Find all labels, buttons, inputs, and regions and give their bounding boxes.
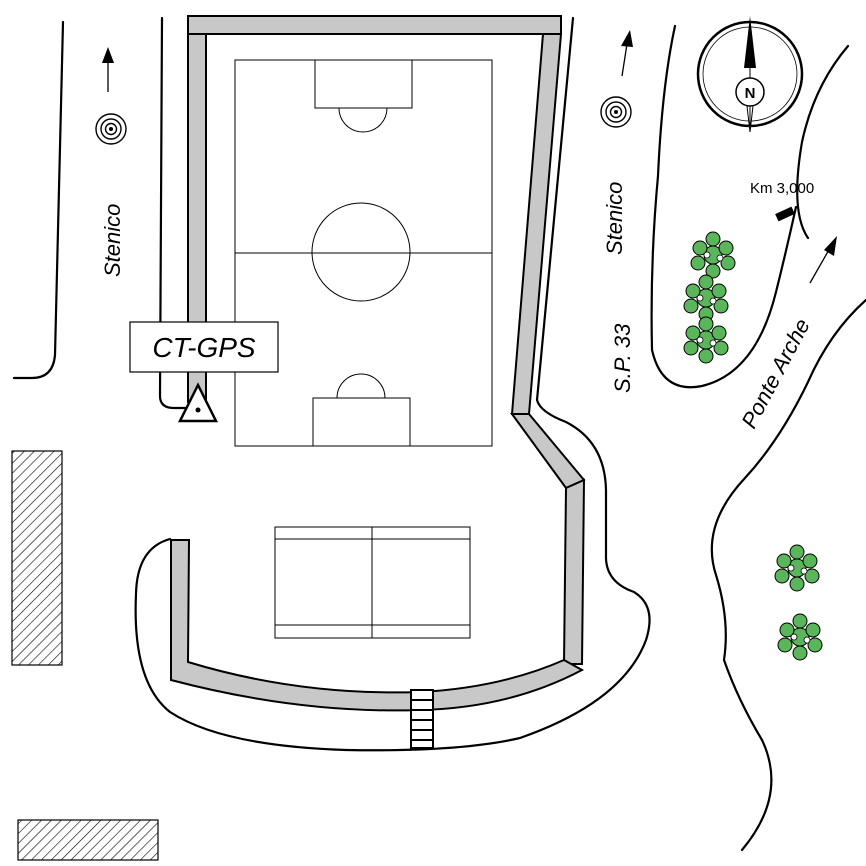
west-road-inner-edge — [158, 16, 190, 410]
wall-top — [187, 15, 562, 35]
north-label: N — [745, 85, 756, 102]
station-label: CT-GPS — [152, 332, 256, 363]
direction-arrow-icon — [102, 47, 114, 92]
direction-arrow-icon — [809, 236, 837, 284]
east-road-edge — [134, 16, 651, 752]
road-label-ponte-arche: Ponte Arche — [736, 314, 815, 432]
football-field — [234, 59, 493, 447]
station-label-box: CT-GPS — [129, 321, 279, 373]
building-west — [11, 450, 63, 666]
tree-icon — [690, 231, 736, 279]
ponte-arche-road-edge — [710, 298, 866, 852]
tree-icon — [774, 544, 820, 592]
km-marker-icon — [775, 206, 795, 222]
km-marker-label: Km 3,000 — [750, 180, 814, 197]
wall-south — [170, 539, 585, 712]
tennis-court — [274, 526, 471, 639]
north-arrow-compass-icon: N — [696, 16, 804, 133]
road-label-sp33: S.P. 33 — [610, 323, 635, 393]
west-road-edge — [12, 20, 65, 380]
gps-station-triangle-icon — [177, 382, 219, 423]
target-marker-icon — [600, 96, 632, 128]
building-south — [17, 819, 159, 861]
tree-icon — [777, 613, 823, 661]
curve-road-inner — [650, 24, 798, 389]
curve-road-outer — [796, 44, 850, 240]
road-label-stenico-west: Stenico — [100, 204, 125, 277]
target-marker-icon — [95, 113, 127, 145]
tree-icon — [683, 316, 729, 364]
direction-arrow-icon — [621, 30, 633, 77]
road-label-stenico-east: Stenico — [602, 182, 627, 255]
tree-icon — [683, 274, 729, 322]
stairs-icon — [410, 689, 434, 749]
wall-east-lower — [562, 478, 586, 665]
